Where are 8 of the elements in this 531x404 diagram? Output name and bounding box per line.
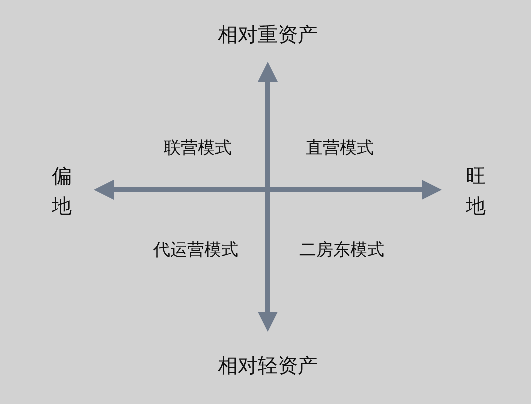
axis-label: 旺地 (466, 163, 486, 220)
quadrant-label: 联营模式 (164, 138, 232, 160)
quadrant-label: 代运营模式 (154, 240, 238, 262)
axis-label: 相对轻资产 (218, 352, 318, 380)
axis-label: 相对重资产 (218, 22, 318, 48)
quadrant-label: 二房东模式 (300, 240, 384, 262)
quadrant-label: 直营模式 (306, 138, 374, 160)
axis-label: 偏地 (52, 163, 72, 220)
